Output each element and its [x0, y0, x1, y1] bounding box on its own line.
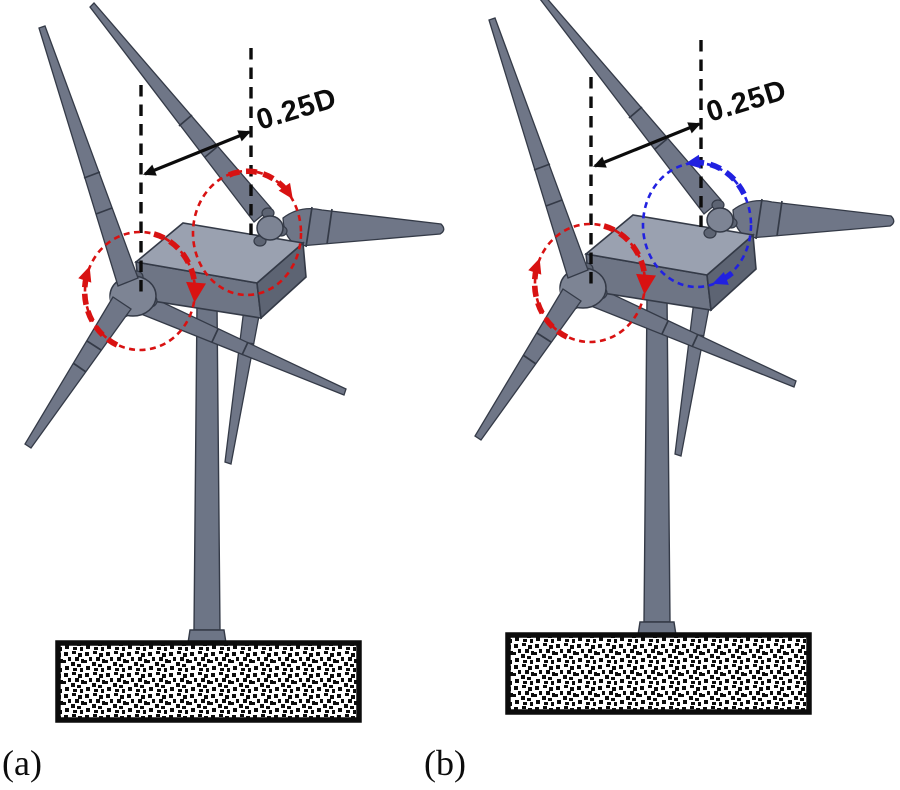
turbine-b: 0.25D: [475, 0, 894, 712]
turbine-a: 0.25D: [25, 3, 444, 720]
offset-label-a: 0.25D: [253, 82, 341, 137]
rear-rotor-rotation-arrow-a: [191, 168, 303, 297]
panel-label-a: (a): [2, 743, 42, 783]
panel-label-b: (b): [424, 743, 466, 783]
rear-rotor-rotation-arrow-b: [641, 154, 753, 289]
turbine-a-structure: [25, 3, 444, 720]
offset-label-b: 0.25D: [703, 74, 791, 129]
turbine-b-structure: [475, 0, 894, 712]
